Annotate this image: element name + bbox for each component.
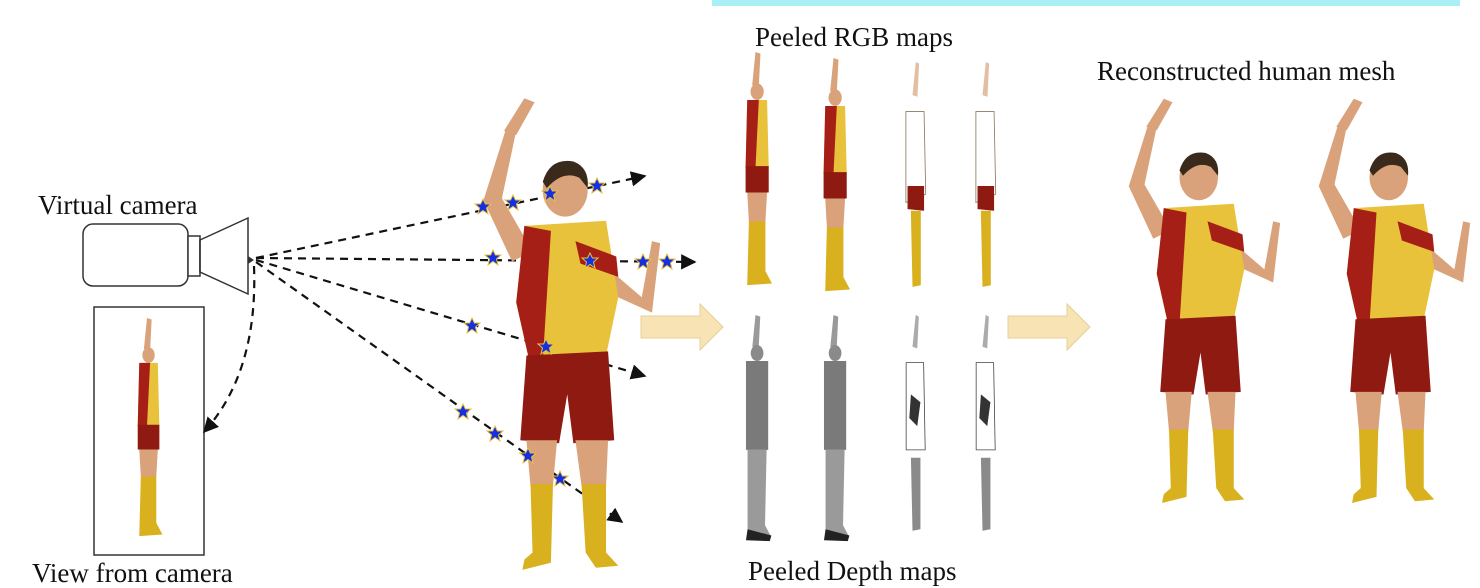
peeled-depth-maps [746, 315, 995, 541]
top-band [712, 0, 1460, 6]
flow-arrow-2 [1008, 304, 1090, 350]
view-from-camera-label: View from camera [32, 560, 233, 587]
camera-icon [83, 218, 254, 294]
reconstructed-label: Reconstructed human mesh [1097, 58, 1395, 85]
camera-rays [204, 176, 695, 522]
reconstructed-mesh-2 [1319, 99, 1470, 503]
reconstructed-mesh-1 [1129, 99, 1280, 503]
peeled-rgb-label: Peeled RGB maps [755, 24, 953, 51]
virtual-camera-label: Virtual camera [38, 192, 198, 219]
peeled-depth-label: Peeled Depth maps [748, 558, 956, 585]
flow-arrow-1 [641, 304, 723, 350]
peeled-rgb-maps [746, 52, 996, 291]
main-person [484, 98, 661, 570]
